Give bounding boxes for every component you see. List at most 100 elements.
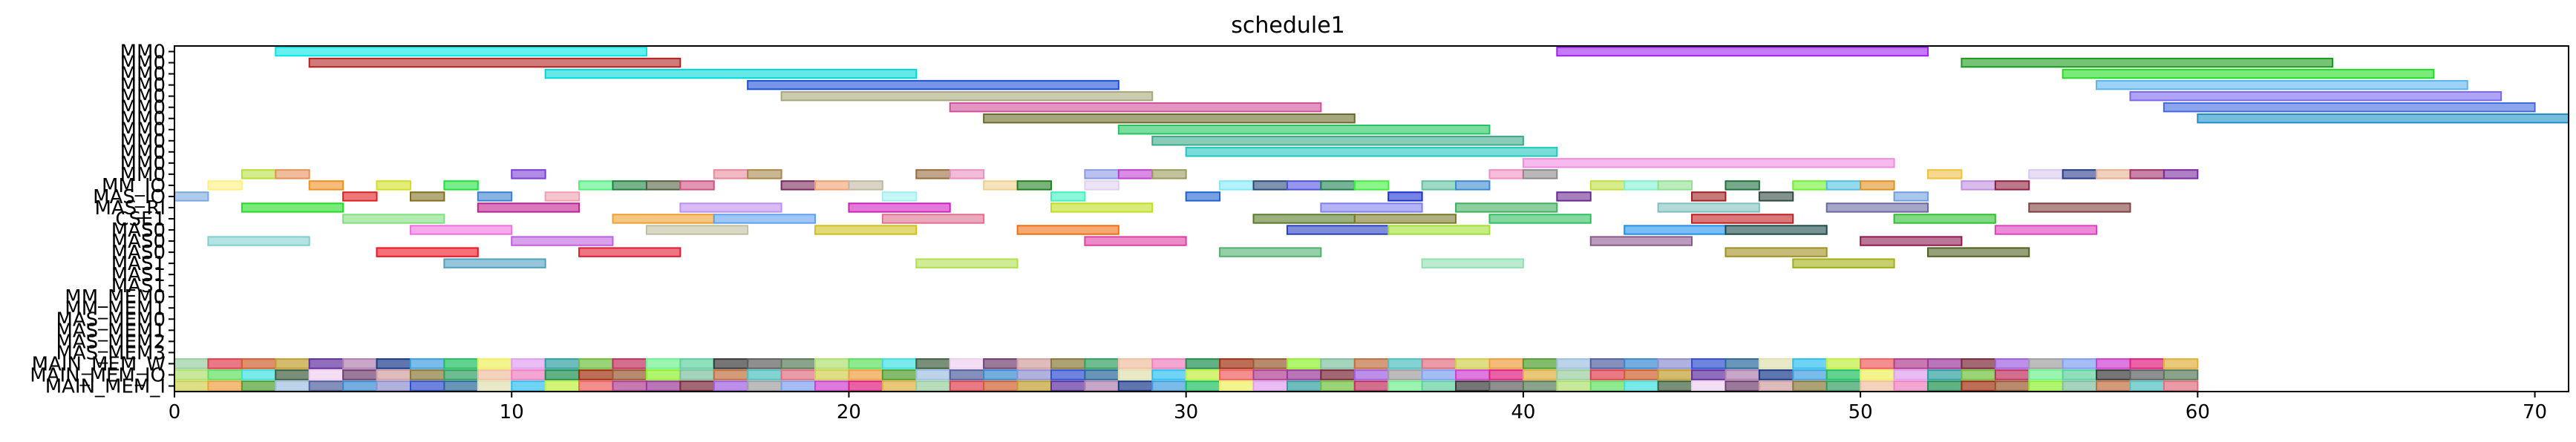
task-bar: [1556, 46, 1929, 57]
task-bar: [1961, 180, 1996, 191]
memory-block: [1758, 380, 1794, 392]
y-tick-label: MM0: [120, 97, 166, 119]
chart-title: schedule1: [1231, 13, 1345, 39]
task-bar: [1624, 225, 1727, 235]
memory-block: [713, 380, 749, 392]
task-bar: [578, 180, 614, 191]
memory-block: [679, 369, 715, 380]
task-bar: [780, 180, 817, 191]
memory-block: [1522, 380, 1558, 392]
y-tick-label: MM0: [120, 108, 166, 131]
y-tick-label: MAS1: [111, 264, 166, 286]
memory-block: [1219, 369, 1255, 380]
task-bar: [848, 202, 951, 213]
memory-block: [409, 358, 445, 369]
memory-block: [544, 369, 581, 380]
task-bar: [275, 169, 310, 179]
y-tick-label: MAS1: [111, 275, 166, 297]
task-bar: [1792, 258, 1895, 268]
memory-block: [915, 358, 951, 369]
memory-block: [645, 380, 681, 392]
task-bar: [1016, 225, 1119, 235]
task-bar: [1353, 180, 1390, 191]
task-bar: [2062, 68, 2435, 79]
memory-block: [1926, 369, 1963, 380]
task-bar: [1657, 180, 1693, 191]
task-bar: [376, 180, 411, 191]
memory-block: [1589, 380, 1626, 392]
memory-block: [1825, 358, 1862, 369]
task-bar: [2197, 113, 2569, 124]
memory-block: [1792, 358, 1828, 369]
memory-block: [376, 358, 411, 369]
y-tick-label: MM0: [120, 131, 166, 153]
memory-block: [2096, 369, 2131, 380]
memory-block: [2163, 358, 2199, 369]
task-bar: [747, 79, 1119, 90]
task-bar: [342, 191, 378, 202]
memory-block: [1860, 358, 1895, 369]
memory-block: [174, 380, 209, 392]
task-bar: [1252, 180, 1288, 191]
memory-block: [780, 358, 817, 369]
memory-block: [1185, 358, 1221, 369]
memory-block: [2028, 380, 2064, 392]
task-bar: [848, 180, 883, 191]
task-bar: [308, 57, 681, 68]
memory-block: [1926, 358, 1963, 369]
memory-block: [2129, 380, 2165, 392]
memory-block: [1151, 369, 1187, 380]
task-bar: [1691, 191, 1727, 202]
memory-block: [1151, 358, 1187, 369]
memory-block: [1387, 369, 1423, 380]
y-tick-label: MAS0: [111, 231, 166, 253]
memory-block: [1320, 369, 1356, 380]
task-bar: [983, 180, 1019, 191]
task-bar: [1522, 169, 1558, 179]
memory-block: [1758, 358, 1794, 369]
memory-block: [1421, 358, 1457, 369]
task-bar: [1252, 214, 1356, 224]
memory-block: [1691, 369, 1727, 380]
memory-block: [1387, 380, 1423, 392]
memory-block: [443, 358, 479, 369]
memory-block: [814, 380, 850, 392]
memory-block: [578, 369, 614, 380]
x-tick-label: 70: [2523, 401, 2547, 423]
memory-block: [1860, 380, 1895, 392]
task-bar: [1219, 247, 1322, 257]
memory-block: [174, 358, 209, 369]
task-bar: [1084, 180, 1119, 191]
task-bar: [679, 180, 715, 191]
memory-block: [2163, 369, 2199, 380]
task-bar: [2129, 169, 2165, 179]
memory-block: [308, 380, 344, 392]
memory-block: [1691, 358, 1727, 369]
memory-block: [1893, 358, 1929, 369]
task-bar: [1050, 202, 1154, 213]
task-bar: [915, 169, 951, 179]
y-tick-label: MM0: [120, 86, 166, 108]
y-tick-label: MAS_MEM1: [56, 320, 166, 342]
memory-block: [1421, 380, 1457, 392]
task-bar: [1860, 180, 1895, 191]
memory-block: [780, 369, 817, 380]
memory-block: [915, 380, 951, 392]
task-bar: [1994, 180, 2030, 191]
memory-block: [1353, 369, 1390, 380]
memory-block: [1488, 358, 1524, 369]
task-bar: [409, 191, 445, 202]
task-bar: [1624, 180, 1659, 191]
task-bar: [1387, 225, 1491, 235]
task-bar: [1050, 191, 1086, 202]
memory-block: [443, 380, 479, 392]
memory-block: [207, 369, 243, 380]
memory-block: [1825, 369, 1862, 380]
memory-block: [645, 369, 681, 380]
task-bar: [1825, 180, 1862, 191]
task-bar: [342, 214, 445, 224]
memory-block: [1117, 380, 1154, 392]
memory-block: [915, 369, 951, 380]
task-bar: [2028, 169, 2064, 179]
task-bar: [2096, 169, 2131, 179]
